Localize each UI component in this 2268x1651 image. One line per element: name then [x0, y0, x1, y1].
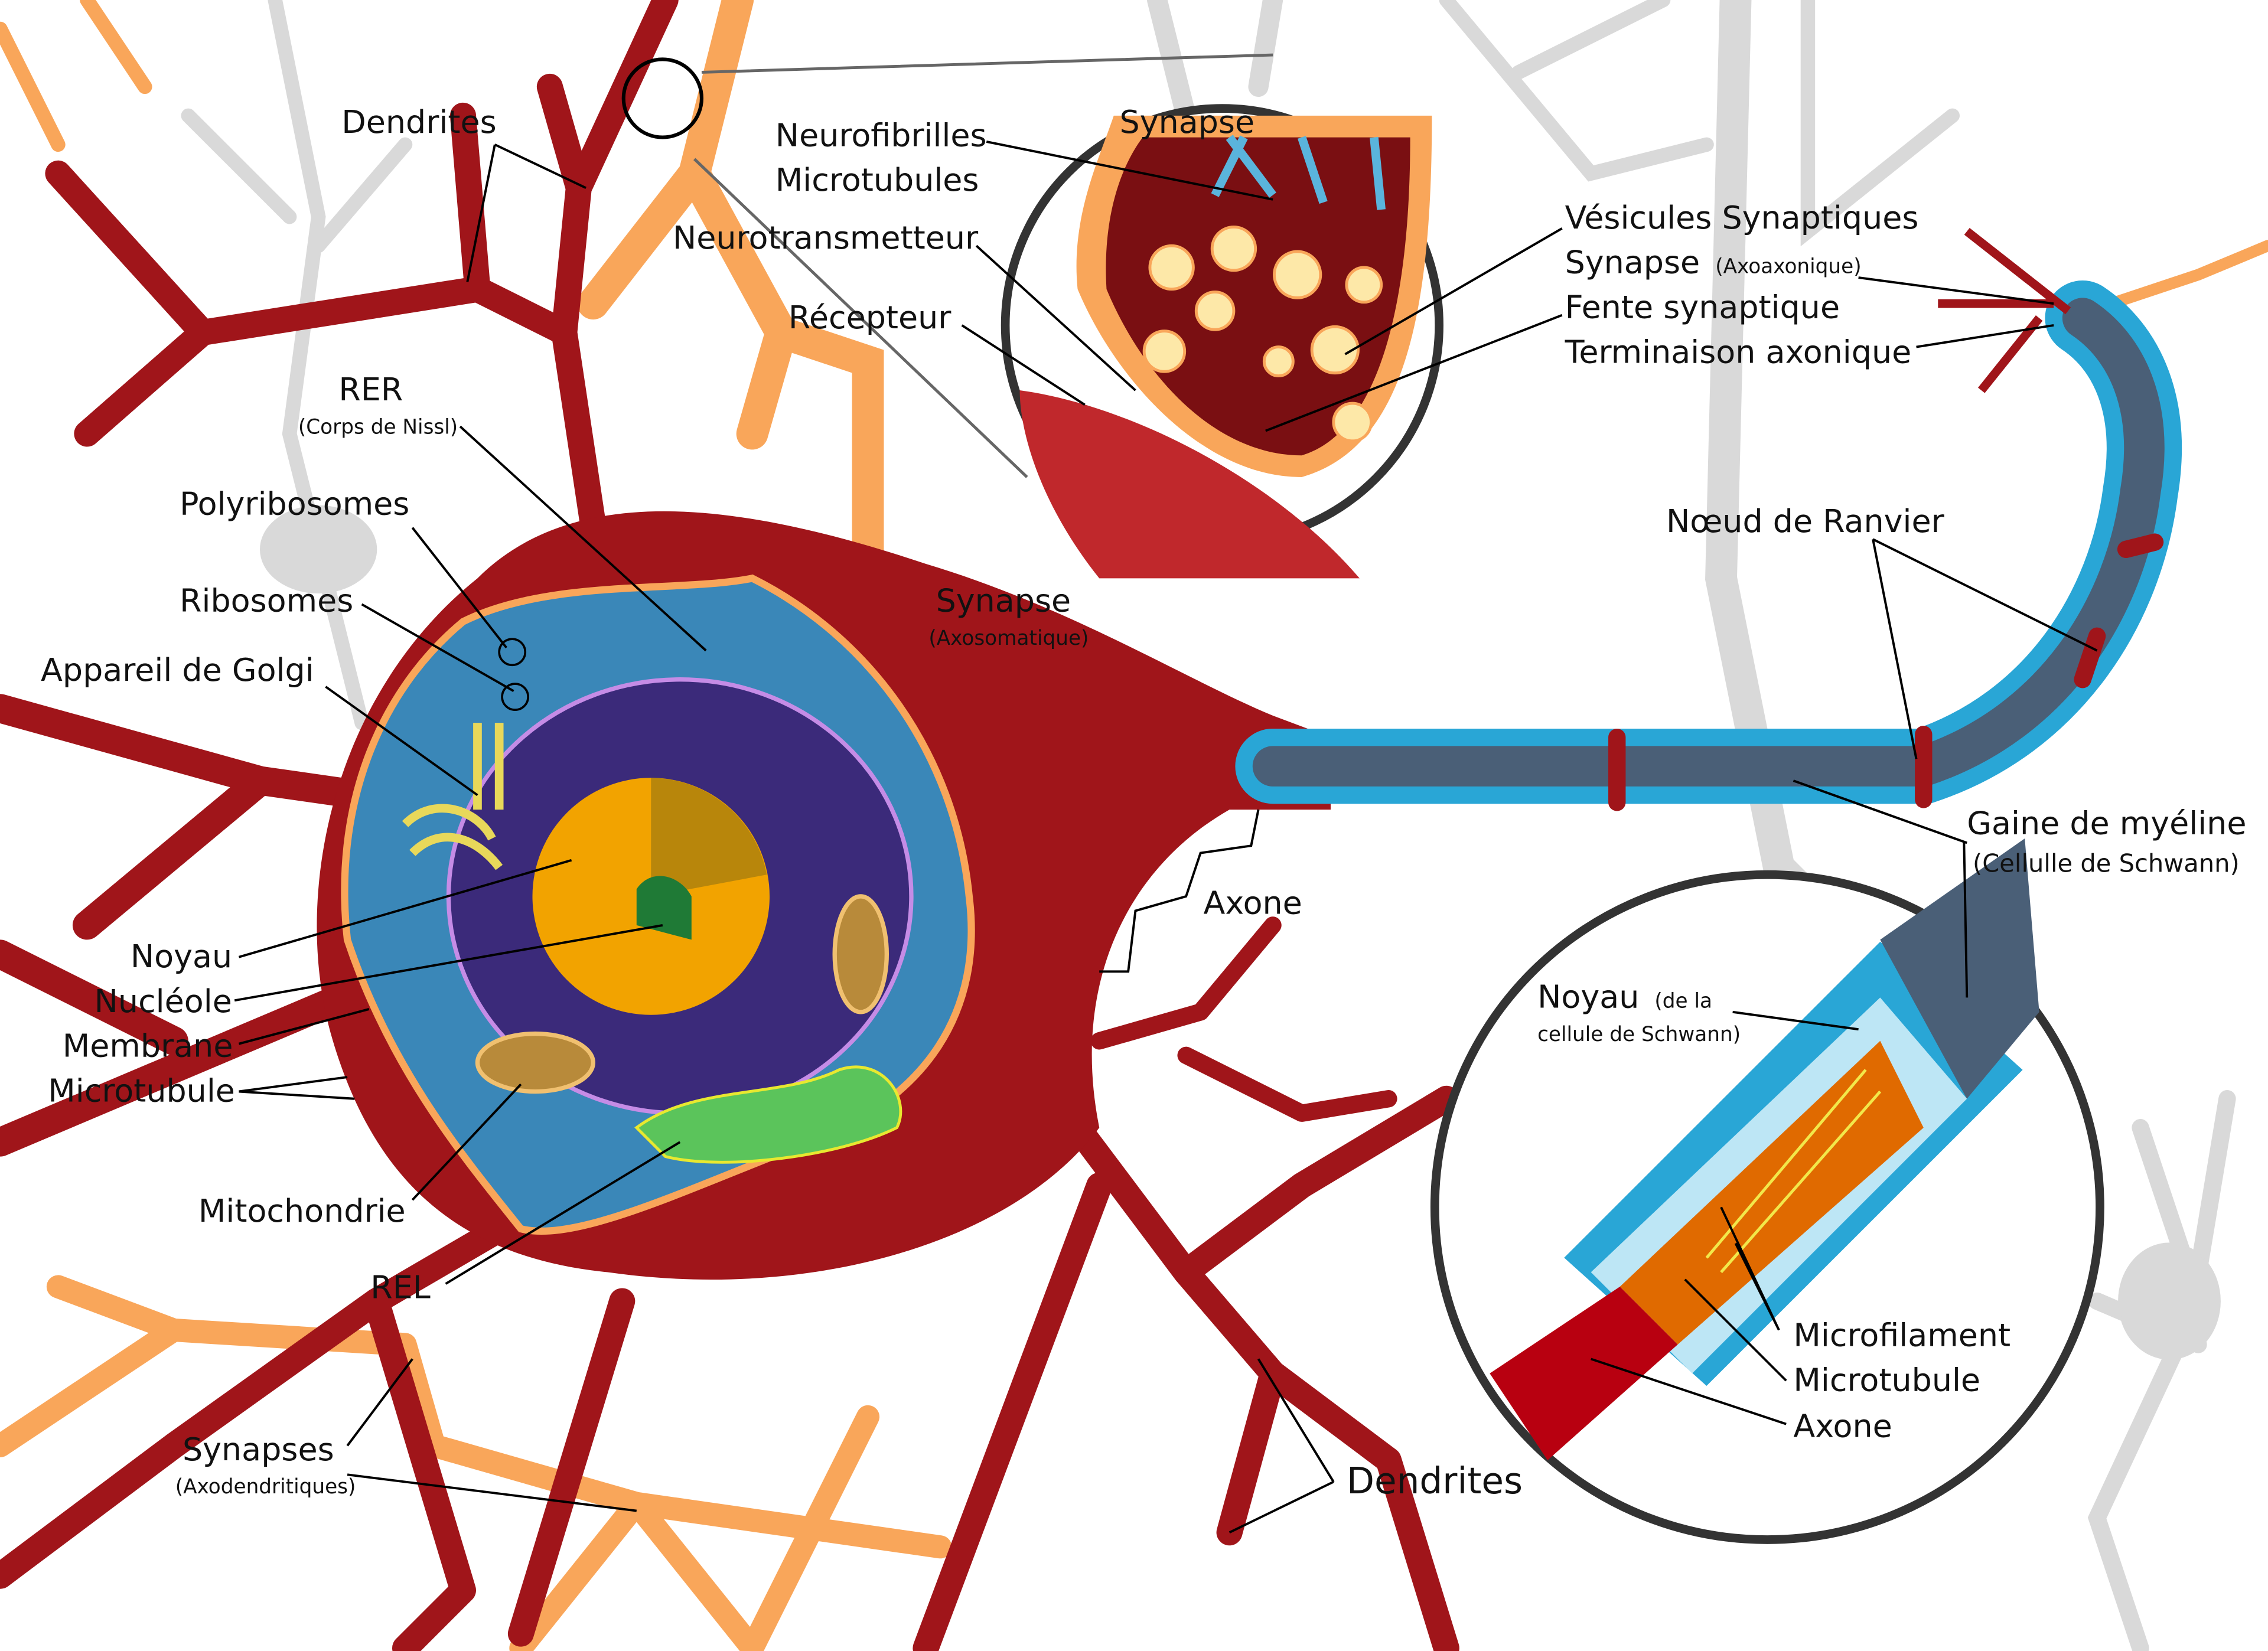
label-corps-nissl: (Corps de Nissl): [298, 416, 458, 439]
smooth-er: [634, 1065, 902, 1164]
label-microtubule-axon: Microtubule: [1793, 1361, 1980, 1398]
label-noyau-schwann-small1: (de la: [1654, 989, 1712, 1013]
label-noeud-ranvier: Nœud de Ranvier: [1666, 503, 1945, 540]
label-axosomatique: (Axosomatique): [928, 627, 1089, 650]
label-synapse-axosomatique: Synapse: [936, 582, 1071, 619]
label-microfilament: Microfilament: [1793, 1316, 2010, 1353]
label-noyau: Noyau: [131, 938, 232, 975]
label-noyau-schwann: Noyau: [1537, 978, 1639, 1015]
label-terminaison: Terminaison axonique: [1565, 334, 1912, 371]
label-schwann: (Cellulle de Schwann): [1973, 849, 2240, 877]
label-noyau-schwann-small2: cellule de Schwann): [1537, 1023, 1741, 1046]
nucleus-cutaway: [651, 778, 767, 896]
label-ribosomes: Ribosomes: [180, 582, 353, 619]
label-membrane: Membrane: [63, 1027, 233, 1065]
label-vesicules: Vésicules Synaptiques: [1565, 199, 1919, 236]
label-recepteur: Récepteur: [788, 299, 951, 336]
label-mitochondrie: Mitochondrie: [198, 1192, 406, 1229]
label-polyribosomes: Polyribosomes: [180, 485, 409, 523]
label-golgi: Appareil de Golgi: [41, 651, 314, 689]
axon: [1235, 280, 2182, 811]
label-axodendritiques: (Axodendritiques): [175, 1475, 356, 1499]
label-neurotransmetteur: Neurotransmetteur: [673, 219, 979, 256]
label-neurofibrilles: Neurofibrilles: [775, 116, 987, 154]
synapse-zoom: [1001, 104, 1443, 579]
mitochondrion-2: [832, 894, 889, 1014]
label-microtubules: Microtubules: [775, 161, 979, 198]
mitochondrion: [475, 1031, 595, 1094]
synapse-origin-circle: [621, 57, 704, 139]
polyribosome-circle: [498, 638, 527, 667]
leader-lines: [234, 141, 2098, 1533]
label-rel: REL: [370, 1269, 430, 1306]
label-axone-detail: Axone: [1793, 1408, 1892, 1445]
label-dendrites-bottom: Dendrites: [1347, 1460, 1523, 1502]
ribosome-circle: [501, 683, 529, 711]
label-axoaxonique: (Axoaxonique): [1715, 255, 1861, 279]
label-axone: Axone: [1204, 884, 1302, 921]
label-microtubule: Microtubule: [48, 1072, 235, 1110]
label-synapse-axoaxonique: Synapse: [1565, 244, 1700, 281]
golgi-apparatus: [402, 723, 504, 870]
nucleolus: [636, 876, 692, 940]
label-dendrites-top: Dendrites: [341, 103, 496, 141]
label-gaine: Gaine de myéline: [1967, 805, 2246, 842]
labels: Dendrites Neurofibrilles Microtubules Ne…: [41, 103, 2246, 1502]
label-rer: RER: [338, 371, 403, 408]
label-nucleole: Nucléole: [94, 983, 232, 1020]
neuron-dendrites: [0, 0, 1459, 1651]
label-synapse-zoom: Synapse: [1120, 103, 1255, 141]
label-fente: Fente synaptique: [1565, 289, 1840, 326]
label-synapses-axodendritiques: Synapses: [183, 1431, 334, 1468]
zoom-connector: [693, 53, 1273, 478]
axon-detail-zoom: [1430, 838, 2104, 1544]
